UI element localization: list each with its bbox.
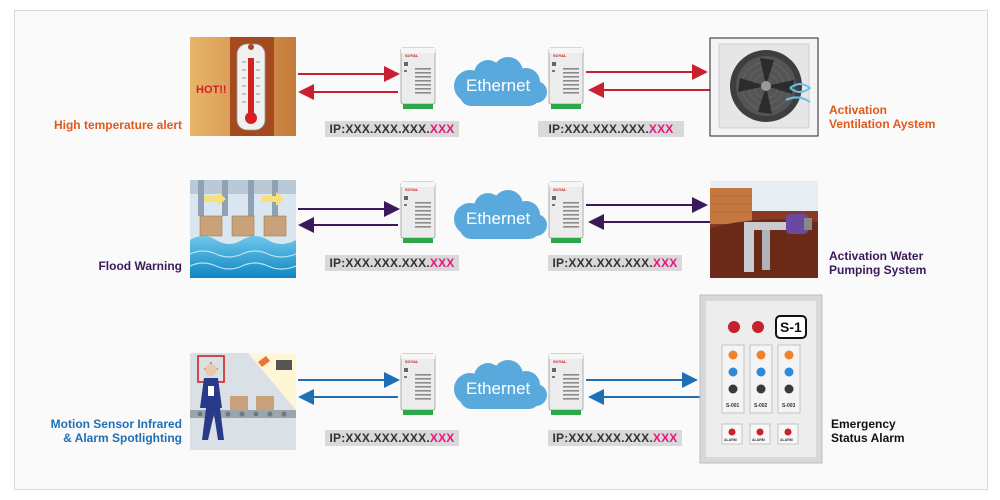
- motion-sensor-image: [190, 353, 296, 450]
- alarm-button-label: ALARM: [724, 438, 737, 442]
- ip-suffix: XXX: [652, 431, 678, 445]
- device-brand: SOYAL: [405, 359, 419, 364]
- motion-sensor-label: Motion Sensor Infrared & Alarm Spotlight…: [20, 417, 182, 445]
- ip-address-right: IP:XXX.XXX.XXX.XXX: [548, 430, 682, 446]
- row-3: SOYAL SOYAL Ethernet S-1 S-001 S-002 S-: [190, 294, 823, 464]
- device-brand: SOYAL: [553, 359, 567, 364]
- ip-address-right: IP:XXX.XXX.XXX.XXX: [548, 255, 682, 271]
- ip-prefix: IP:XXX.XXX.XXX.: [329, 431, 430, 445]
- ip-suffix: XXX: [429, 122, 455, 136]
- ip-prefix: IP:XXX.XXX.XXX.: [552, 431, 653, 445]
- switch-label: S-003: [782, 403, 796, 409]
- switch-label: S-001: [726, 403, 740, 409]
- thermometer-image: HOT!!: [190, 37, 296, 136]
- ip-suffix: XXX: [648, 122, 674, 136]
- device-brand: SOYAL: [405, 187, 419, 192]
- ventilation-label-line2: Ventilation Aystem: [829, 117, 936, 131]
- ethernet-label: Ethernet: [466, 76, 531, 95]
- emergency-status-label-line1: Emergency: [831, 417, 896, 431]
- ip-address-left: IP:XXX.XXX.XXX.XXX: [325, 430, 459, 446]
- ventilation-label: Activation Ventilation Aystem: [829, 103, 979, 131]
- motion-sensor-label-line1: Motion Sensor Infrared: [50, 417, 182, 431]
- ip-address-left: IP:XXX.XXX.XXX.XXX: [325, 121, 459, 137]
- ip-prefix: IP:XXX.XXX.XXX.: [329, 256, 430, 270]
- ip-suffix: XXX: [429, 256, 455, 270]
- ethernet-label: Ethernet: [466, 379, 531, 398]
- ethernet-label: Ethernet: [466, 209, 531, 228]
- flood-warning-label: Flood Warning: [98, 259, 182, 273]
- water-pump-image: [710, 181, 818, 278]
- emergency-status-label-line2: Status Alarm: [831, 431, 905, 445]
- ip-suffix: XXX: [652, 256, 678, 270]
- ip-address-left: IP:XXX.XXX.XXX.XXX: [325, 255, 459, 271]
- device-brand: SOYAL: [405, 53, 419, 58]
- flood-image: [189, 180, 297, 278]
- ip-prefix: IP:XXX.XXX.XXX.: [552, 256, 653, 270]
- water-pumping-label-line1: Activation Water: [829, 249, 924, 263]
- ip-address-right: IP:XXX.XXX.XXX.XXX: [538, 121, 684, 137]
- water-pumping-label-line2: Pumping System: [829, 263, 927, 277]
- emergency-status-label: Emergency Status Alarm: [831, 417, 981, 445]
- ventilation-label-line1: Activation: [829, 103, 888, 117]
- device-brand: SOYAL: [553, 53, 567, 58]
- water-pumping-label: Activation Water Pumping System: [829, 249, 979, 277]
- high-temperature-alert-label: High temperature alert: [53, 118, 182, 132]
- row-2: SOYAL SOYAL Ethernet: [189, 180, 818, 278]
- ip-suffix: XXX: [429, 431, 455, 445]
- alarm-button-label: ALARM: [752, 438, 765, 442]
- motion-sensor-label-line2: & Alarm Spotlighting: [63, 431, 182, 445]
- panel-title: S-1: [780, 319, 802, 335]
- ventilation-fan-image: [709, 37, 819, 137]
- row-1: HOT!! SOYAL SOYAL Ethernet: [190, 37, 819, 137]
- ip-prefix: IP:XXX.XXX.XXX.: [548, 122, 649, 136]
- switch-label: S-002: [754, 403, 768, 409]
- alarm-button-label: ALARM: [780, 438, 793, 442]
- device-brand: SOYAL: [553, 187, 567, 192]
- ip-prefix: IP:XXX.XXX.XXX.: [329, 122, 430, 136]
- hot-text: HOT!!: [196, 84, 227, 96]
- emergency-alarm-panel: S-1 S-001 S-002 S-003 ALARM ALARM ALARM: [699, 294, 823, 464]
